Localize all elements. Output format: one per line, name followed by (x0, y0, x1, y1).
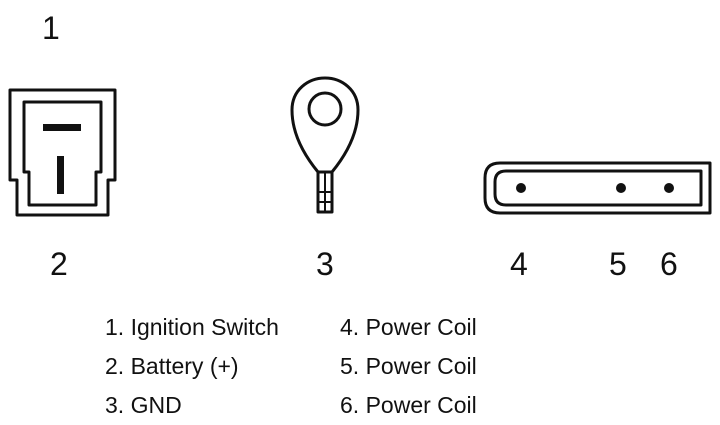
three-pin-connector-inner-shell (493, 169, 703, 207)
two-pin-connector (8, 88, 117, 217)
two-pin-connector-inner-shell (22, 100, 103, 207)
legend-item-power-coil-5: 5. Power Coil (340, 353, 477, 379)
two-pin-connector-outer-shell (8, 88, 117, 217)
three-pin-connector (483, 161, 712, 215)
pin-number-3: 3 (316, 246, 334, 282)
pin-4-dot (516, 183, 526, 193)
legend-item-ignition-switch: 1. Ignition Switch (105, 314, 279, 340)
pin-6-dot (664, 183, 674, 193)
ring-terminal-body (290, 76, 360, 174)
three-pin-connector-outer-shell (483, 161, 712, 215)
vertical-pin-slot (57, 156, 64, 194)
ring-terminal (290, 76, 360, 214)
ring-terminal-hole (307, 91, 343, 127)
pin-number-5: 5 (609, 246, 627, 282)
legend-item-gnd: 3. GND (105, 392, 182, 418)
legend-item-power-coil-6: 6. Power Coil (340, 392, 477, 418)
pin-number-4: 4 (510, 246, 528, 282)
pin-number-2: 2 (50, 246, 68, 282)
pin-number-1: 1 (42, 10, 60, 46)
horizontal-pin-slot (43, 124, 81, 131)
pin-number-6: 6 (660, 246, 678, 282)
pin-5-dot (616, 183, 626, 193)
legend-item-battery: 2. Battery (+) (105, 353, 239, 379)
legend-item-power-coil-4: 4. Power Coil (340, 314, 477, 340)
